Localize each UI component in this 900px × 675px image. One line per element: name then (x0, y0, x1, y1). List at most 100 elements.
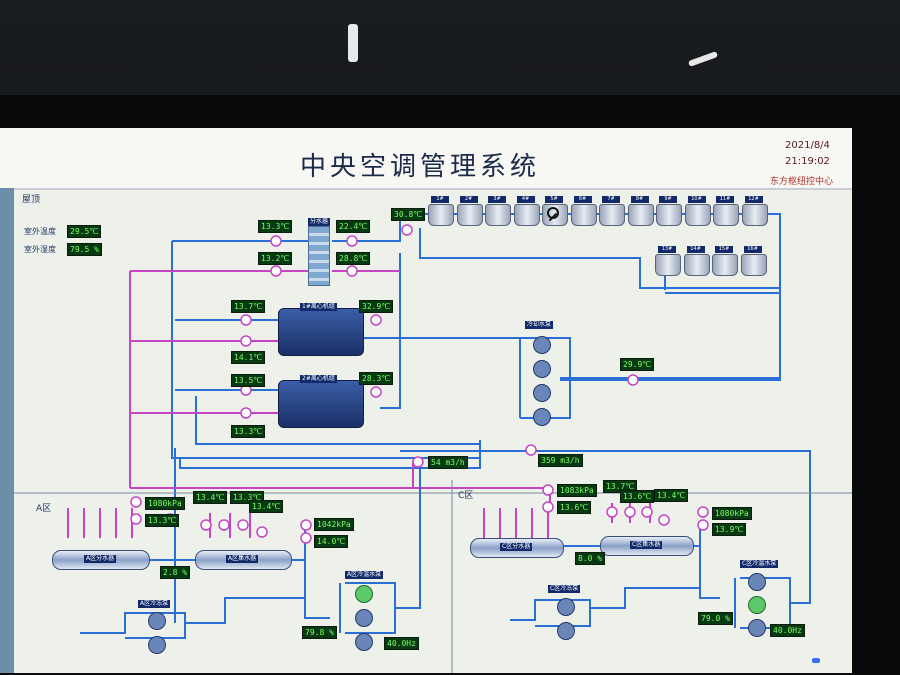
cooling-tower-label: 8# (630, 196, 649, 203)
zone-a-ice-pump-2[interactable] (355, 609, 373, 627)
return-temp-2: 28.8℃ (336, 252, 371, 265)
chiller-2-in-temp: 13.5℃ (231, 374, 266, 387)
cooling-tower-label: 5# (545, 196, 563, 203)
distributor-label: 分水器 (308, 218, 331, 226)
zone-a-label: A区 (36, 504, 52, 514)
cooling-tower[interactable]: 11# (713, 196, 739, 226)
zone-a-pressure-2: 1042kPa (314, 518, 354, 531)
page-title: 中央空调管理系统 (300, 152, 541, 182)
chiller-2-out-temp: 13.3℃ (231, 425, 266, 438)
cooling-tower-body (570, 204, 597, 226)
cooling-tower-label: 14# (686, 246, 705, 253)
title-bar: 中央空调管理系统 2021/8/4 21:19:02 东方枢纽控中心 (0, 128, 852, 190)
zone-c-ice-pump-label: C区冷温水泵 (740, 560, 779, 568)
flow-meter-1: 54 m3/h (428, 456, 468, 469)
zone-c-pressure: 1083kPa (557, 484, 597, 497)
cooling-pump-temp: 29.9℃ (620, 358, 655, 371)
zone-a-freq: 40.0Hz (384, 637, 419, 650)
cooling-tower-body (683, 254, 710, 276)
zone-a-pump-1[interactable] (148, 612, 166, 630)
cooling-pump-4[interactable] (533, 408, 551, 426)
cooling-tower-body (513, 204, 540, 226)
cooling-tower[interactable]: 4# (513, 196, 540, 226)
zone-c-branch-2: 13.6℃ (620, 490, 655, 503)
cooling-tower[interactable]: 10# (684, 196, 711, 226)
supply-temp-top: 13.3℃ (258, 220, 293, 233)
zone-c-ice-pump-2[interactable] (748, 596, 766, 614)
zone-a-pressure: 1080kPa (145, 497, 185, 510)
zone-c-ice-pump-1[interactable] (748, 573, 766, 591)
cooling-pump-1[interactable] (533, 336, 551, 354)
flow-meter-2: 359 m3/h (538, 454, 583, 467)
zone-c-temp: 13.6℃ (557, 501, 592, 514)
chiller-1-label: 1#离心机组 (300, 303, 337, 311)
zone-c-pressure-2: 1080kPa (712, 507, 752, 520)
cooling-tower-label: 10# (687, 196, 706, 203)
pipe-diagram (14, 213, 852, 673)
cooling-tower[interactable]: 16# (740, 246, 767, 276)
cooling-tower[interactable]: 8# (627, 196, 654, 226)
cooling-tower-label: 15# (715, 246, 733, 253)
cooling-tower-body (656, 204, 682, 226)
zone-c-pump-label: C区冷冻泵 (548, 585, 581, 593)
zone-a-pump-pct: 79.8 % (302, 626, 337, 639)
zone-a-collector-label: A区分水器 (84, 555, 117, 563)
zone-a-branch-1: 13.4℃ (193, 491, 228, 504)
zone-a-temp: 13.3℃ (145, 514, 180, 527)
cooling-tower-label: 7# (602, 196, 620, 203)
cooling-tower-body (485, 204, 511, 226)
cooling-tower[interactable]: 13# (655, 246, 681, 276)
cooling-tower-label: 3# (488, 196, 506, 203)
power-led (812, 658, 820, 663)
fault-icon (547, 207, 559, 222)
cooling-tower-label: 4# (516, 196, 535, 203)
cooling-pump-2[interactable] (533, 360, 551, 378)
cooling-tower-body (655, 254, 681, 276)
chiller-2-label: 2#离心机组 (300, 375, 337, 383)
cooling-pump-3[interactable] (533, 384, 551, 402)
zone-c-pump-1[interactable] (557, 598, 575, 616)
cooling-tower-label: 6# (573, 196, 592, 203)
zone-a-ice-pump-1[interactable] (355, 585, 373, 603)
cooling-tower-body (741, 204, 768, 226)
zone-a-temp-2: 14.0℃ (314, 535, 349, 548)
zone-c-temp-2: 13.9℃ (712, 523, 747, 536)
distributor-manifold[interactable] (308, 226, 330, 286)
cooling-tower-label: 16# (743, 246, 762, 253)
cooling-tower[interactable]: 15# (712, 246, 738, 276)
cooling-tower[interactable]: 12# (741, 196, 768, 226)
cooling-tower-label: 2# (459, 196, 478, 203)
cooling-tower[interactable]: 7# (599, 196, 625, 226)
chiller-2-cond-temp: 28.3℃ (359, 372, 394, 385)
outdoor-humidity-label: 室外湿度 (24, 245, 56, 254)
cooling-tower-body (740, 254, 767, 276)
zone-a-ice-pump-3[interactable] (355, 633, 373, 651)
chiller-1[interactable] (278, 308, 364, 356)
zone-c-ice-pump-3[interactable] (748, 619, 766, 637)
cooling-tower[interactable]: 9# (656, 196, 682, 226)
outdoor-temp-label: 室外温度 (24, 227, 56, 236)
scada-screen: 中央空调管理系统 2021/8/4 21:19:02 东方枢纽控中心 (0, 128, 852, 673)
outdoor-temp-value: 29.5℃ (67, 225, 102, 238)
chiller-1-in-temp: 13.7℃ (231, 300, 266, 313)
cooling-tower[interactable]: 3# (485, 196, 511, 226)
control-center-label: 东方枢纽控中心 (770, 177, 834, 187)
zone-a-ice-pump-label: A区冷温水泵 (345, 571, 384, 579)
chiller-2[interactable] (278, 380, 364, 428)
left-nav-strip[interactable] (0, 188, 14, 673)
roof-label: 屋顶 (22, 195, 41, 205)
ceiling-light (348, 24, 358, 62)
zone-a-pump-2[interactable] (148, 636, 166, 654)
zone-c-freq: 40.0Hz (770, 624, 805, 637)
zone-c-collector-label: C区分水器 (500, 543, 533, 551)
cooling-tower[interactable]: 5# (542, 196, 568, 226)
cooling-tower-body (456, 204, 483, 226)
cooling-tower-label: 11# (716, 196, 734, 203)
cooling-tower[interactable]: 6# (570, 196, 597, 226)
zone-c-pump-2[interactable] (557, 622, 575, 640)
cooling-tower[interactable]: 1# (428, 196, 454, 226)
zone-a-valve-pct: 2.8 % (160, 566, 191, 579)
cooling-tower[interactable]: 14# (683, 246, 710, 276)
cooling-tower[interactable]: 2# (456, 196, 483, 226)
zone-c-pump-pct: 79.0 % (698, 612, 733, 625)
